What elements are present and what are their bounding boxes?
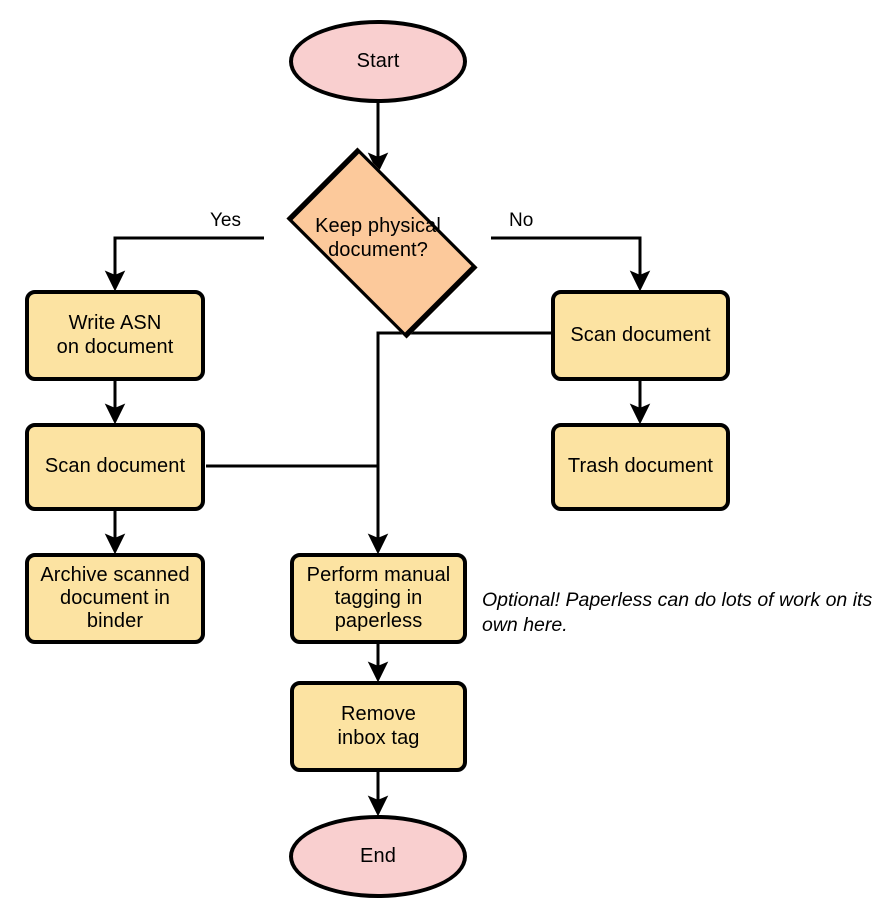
annotation-optional-note: Optional! Paperless can do lots of work … <box>482 589 873 637</box>
node-start[interactable]: Start <box>289 20 467 103</box>
node-scan-document-left-label: Scan document <box>44 455 186 478</box>
node-end-label: End <box>360 844 396 867</box>
edge-label-yes: Yes <box>210 210 241 231</box>
edge-scan-right-to-manual-tagging <box>367 331 551 555</box>
node-remove-inbox-tag[interactable]: Remove inbox tag <box>290 681 467 772</box>
node-scan-document-right[interactable]: Scan document <box>551 290 730 381</box>
edge-label-no: No <box>509 210 534 231</box>
node-write-asn-label: Write ASN on document <box>56 312 174 358</box>
node-end[interactable]: End <box>289 815 467 898</box>
node-write-asn-on-document[interactable]: Write ASN on document <box>25 290 205 381</box>
node-manual-tagging-label: Perform manual tagging in paperless <box>306 563 451 633</box>
node-decision-label: Keep physical document? <box>315 215 441 261</box>
edge-decision-yes-to-write-asn <box>104 236 264 292</box>
node-remove-inbox-tag-label: Remove inbox tag <box>337 703 420 749</box>
node-start-label: Start <box>356 49 400 72</box>
node-scan-document-left[interactable]: Scan document <box>25 423 205 511</box>
node-archive-scanned-document[interactable]: Archive scanned document in binder <box>25 553 205 644</box>
edge-decision-no-to-scan-right <box>491 236 651 292</box>
node-trash-document[interactable]: Trash document <box>551 423 730 511</box>
node-perform-manual-tagging[interactable]: Perform manual tagging in paperless <box>290 553 467 644</box>
node-archive-label: Archive scanned document in binder <box>40 563 190 633</box>
node-keep-physical-document-decision[interactable]: Keep physical document? <box>265 146 491 339</box>
node-scan-document-right-label: Scan document <box>570 323 711 346</box>
node-trash-document-label: Trash document <box>567 455 714 478</box>
